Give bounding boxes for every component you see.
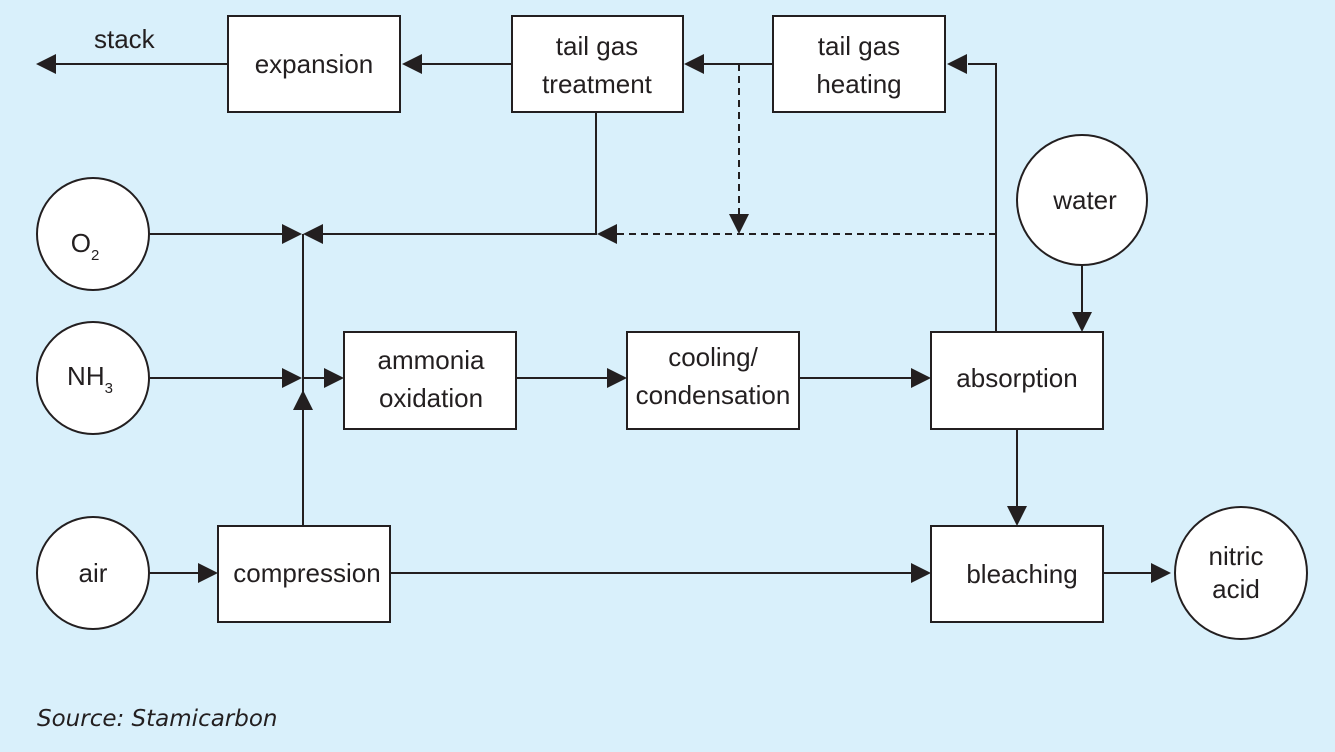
ammonia-oxidation-line2: oxidation — [379, 383, 483, 413]
arrow-stack — [36, 54, 56, 74]
arrow-nitric-acid — [1151, 563, 1171, 583]
absorption-label: absorption — [956, 363, 1077, 393]
ammonia-oxidation-line1: ammonia — [378, 345, 485, 375]
expansion-label: expansion — [255, 49, 374, 79]
air-label: air — [79, 558, 108, 588]
arrow-treatment — [684, 54, 704, 74]
ammonia-subscript: 3 — [105, 380, 113, 397]
oxygen-circle: O2 — [36, 177, 150, 291]
nitric-acid-line1: nitric — [1209, 541, 1264, 571]
source-caption: Source: Stamicarbon — [37, 706, 278, 732]
tail-gas-treatment-line2: treatment — [542, 69, 653, 99]
tail-gas-heating-line2: heating — [816, 69, 901, 99]
water-label: water — [1052, 185, 1117, 215]
arrow-heating — [947, 54, 967, 74]
cooling-condensation-line1: cooling/ — [668, 342, 758, 372]
nitric-acid-line2: acid — [1212, 574, 1260, 604]
nitric-acid-circle: nitric acid — [1174, 506, 1308, 640]
arrow-dashed-down — [729, 214, 749, 234]
tail-gas-treatment-box: tail gas treatment — [511, 15, 684, 113]
ammonia-circle: NH3 — [36, 321, 150, 435]
water-circle: water — [1016, 134, 1148, 266]
bleaching-label: bleaching — [966, 559, 1077, 589]
stack-label: stack — [94, 24, 156, 54]
absorption-box: absorption — [930, 331, 1104, 430]
edge-absorption-to-heating — [968, 63, 997, 332]
air-circle: air — [36, 516, 150, 630]
oxygen-label: O2 — [71, 228, 100, 264]
cooling-condensation-line2: condensation — [636, 380, 791, 410]
arrow-junction-left — [282, 224, 302, 244]
compression-box: compression — [217, 525, 391, 623]
arrow-water — [1072, 312, 1092, 332]
arrow-dashed-left — [597, 224, 617, 244]
tail-gas-heating-box: tail gas heating — [772, 15, 946, 113]
oxygen-subscript: 2 — [91, 247, 99, 264]
arrow-bleaching-down — [1007, 506, 1027, 526]
bleaching-box: bleaching — [930, 525, 1104, 623]
tail-gas-heating-line1: tail gas — [818, 31, 900, 61]
arrow-nh3-junction — [282, 368, 302, 388]
ammonia-symbol: NH — [67, 361, 105, 391]
arrow-oxidation — [324, 368, 344, 388]
arrow-compression — [198, 563, 218, 583]
tail-gas-treatment-line1: tail gas — [556, 31, 638, 61]
ammonia-oxidation-box: ammonia oxidation — [343, 331, 517, 430]
arrow-trunk-up — [293, 390, 313, 410]
cooling-condensation-box: cooling/ condensation — [626, 331, 800, 430]
arrow-junction-right — [303, 224, 323, 244]
oxygen-symbol: O — [71, 228, 91, 258]
ammonia-label: NH3 — [67, 361, 113, 397]
expansion-box: expansion — [227, 15, 401, 113]
flow-edges — [36, 54, 1171, 583]
arrow-expansion — [402, 54, 422, 74]
arrow-cooling — [607, 368, 627, 388]
edge-treatment-return — [322, 112, 597, 235]
compression-label: compression — [233, 558, 380, 588]
arrow-bleaching — [911, 563, 931, 583]
arrow-absorption — [911, 368, 931, 388]
